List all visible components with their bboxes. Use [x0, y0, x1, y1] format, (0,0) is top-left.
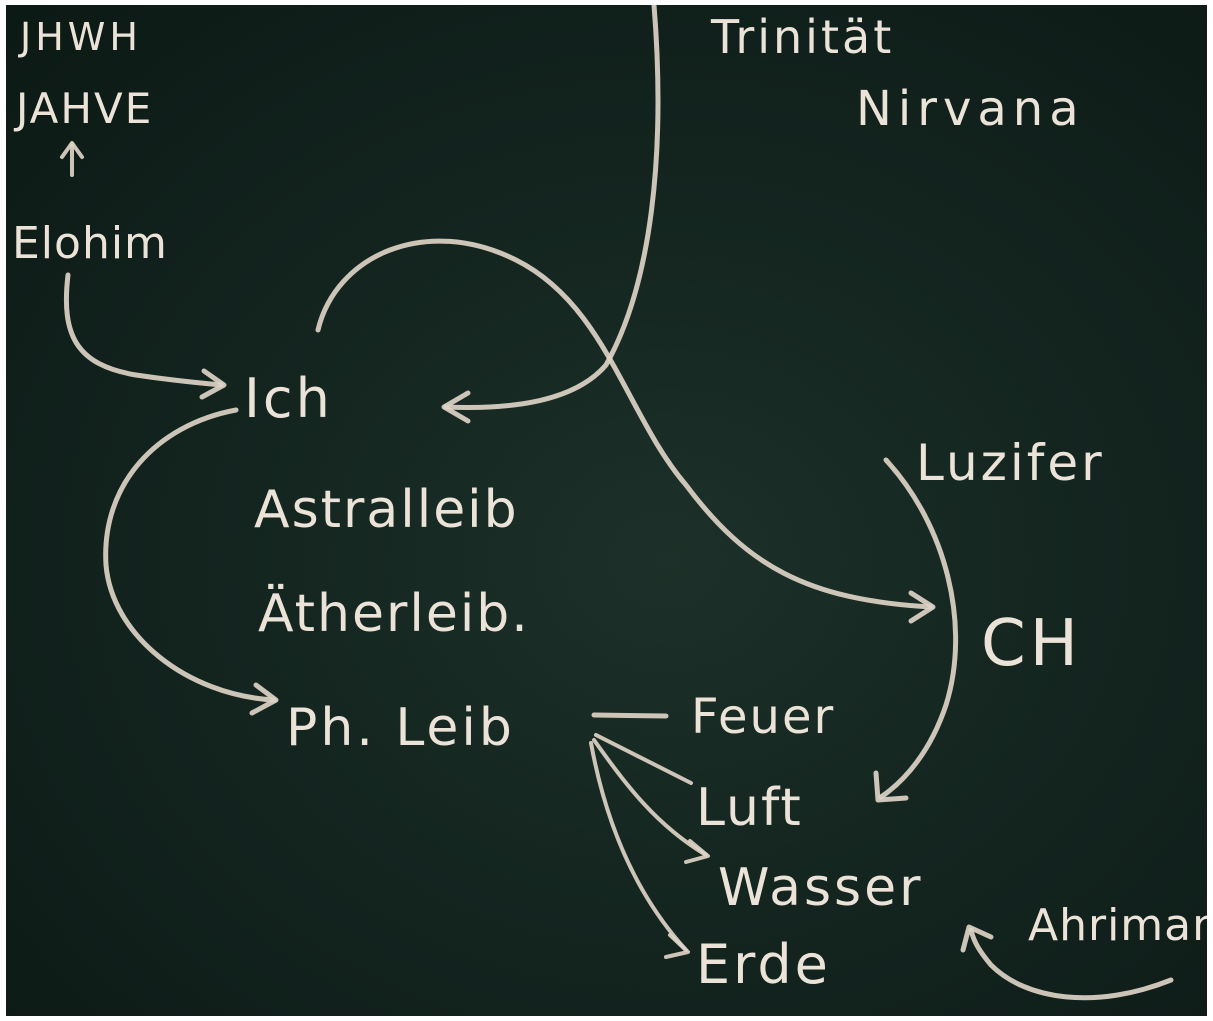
arrow-phleib-to-wasser — [592, 738, 710, 864]
label-wasser: Wasser — [718, 858, 924, 918]
label-ch: CH — [981, 607, 1082, 681]
arrow-elohim-to-jahve — [60, 141, 84, 177]
label-ph-leib: Ph. Leib — [286, 698, 515, 758]
arrow-phleib-to-erde — [589, 741, 690, 959]
arrow-elohim-to-ich — [63, 272, 227, 400]
line-phleib-feuer — [591, 712, 669, 719]
label-feuer: Feuer — [691, 689, 835, 745]
label-astralleib: Astralleib — [254, 480, 519, 540]
line-phleib-luft — [594, 733, 693, 785]
arrow-luzifer-to-luft — [873, 457, 959, 803]
label-erde: Erde — [696, 933, 831, 996]
label-ich: Ich — [244, 367, 333, 430]
label-luzifer: Luzifer — [916, 434, 1105, 492]
label-jahve: JAHVE — [13, 84, 153, 133]
arrow-ahriman — [960, 924, 1174, 1001]
label-luft: Luft — [696, 778, 803, 838]
arrow-ich-to-phleib — [103, 407, 279, 716]
label-ahriman: Ahriman — [1028, 900, 1207, 951]
label-jhwh: JHWH — [18, 15, 142, 59]
label-aetherleib: Ätherleib. — [258, 583, 530, 644]
arrow-trinitaet-to-ich — [441, 5, 661, 424]
chalkboard: JHWH JAHVE Elohim Trinität Nirvana Ich A… — [6, 5, 1207, 1016]
arrow-ich-loop-to-ch — [315, 238, 936, 624]
label-nirvana: Nirvana — [856, 81, 1085, 137]
label-elohim: Elohim — [12, 218, 168, 269]
label-trinitaet: Trinität — [710, 10, 894, 64]
diagram-canvas: JHWH JAHVE Elohim Trinität Nirvana Ich A… — [12, 5, 1207, 1001]
